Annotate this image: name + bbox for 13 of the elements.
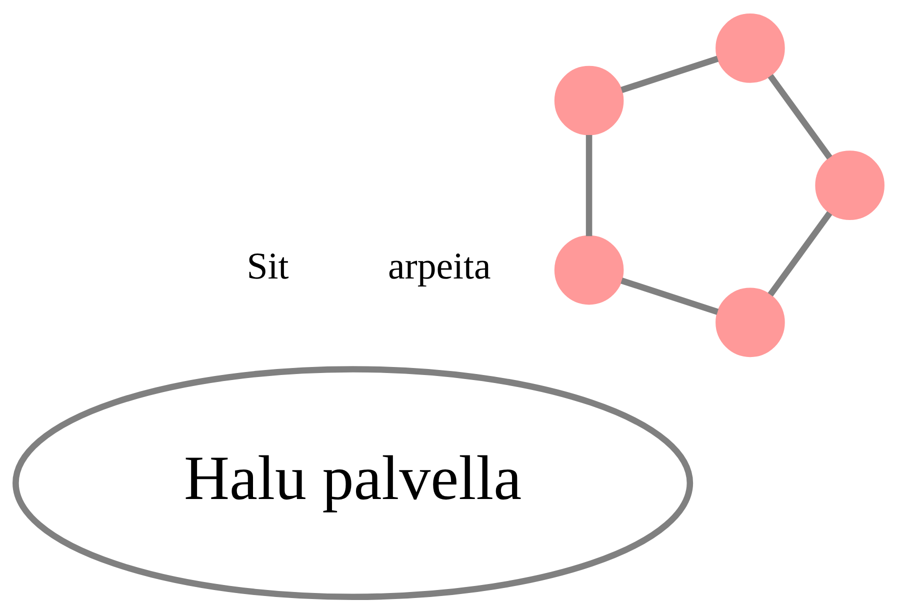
connector [585, 135, 592, 236]
connector [620, 278, 718, 315]
node-circle [554, 66, 624, 136]
node-ellipse: Halu palvella [12, 366, 693, 600]
label: Sit [246, 246, 288, 288]
connector [620, 56, 718, 93]
node-circle [715, 14, 784, 83]
node-circle [554, 235, 624, 305]
connector [767, 74, 832, 160]
node-circle [715, 288, 784, 358]
connector [767, 211, 832, 297]
label: arpeita [388, 246, 490, 288]
node-circle [814, 150, 884, 220]
